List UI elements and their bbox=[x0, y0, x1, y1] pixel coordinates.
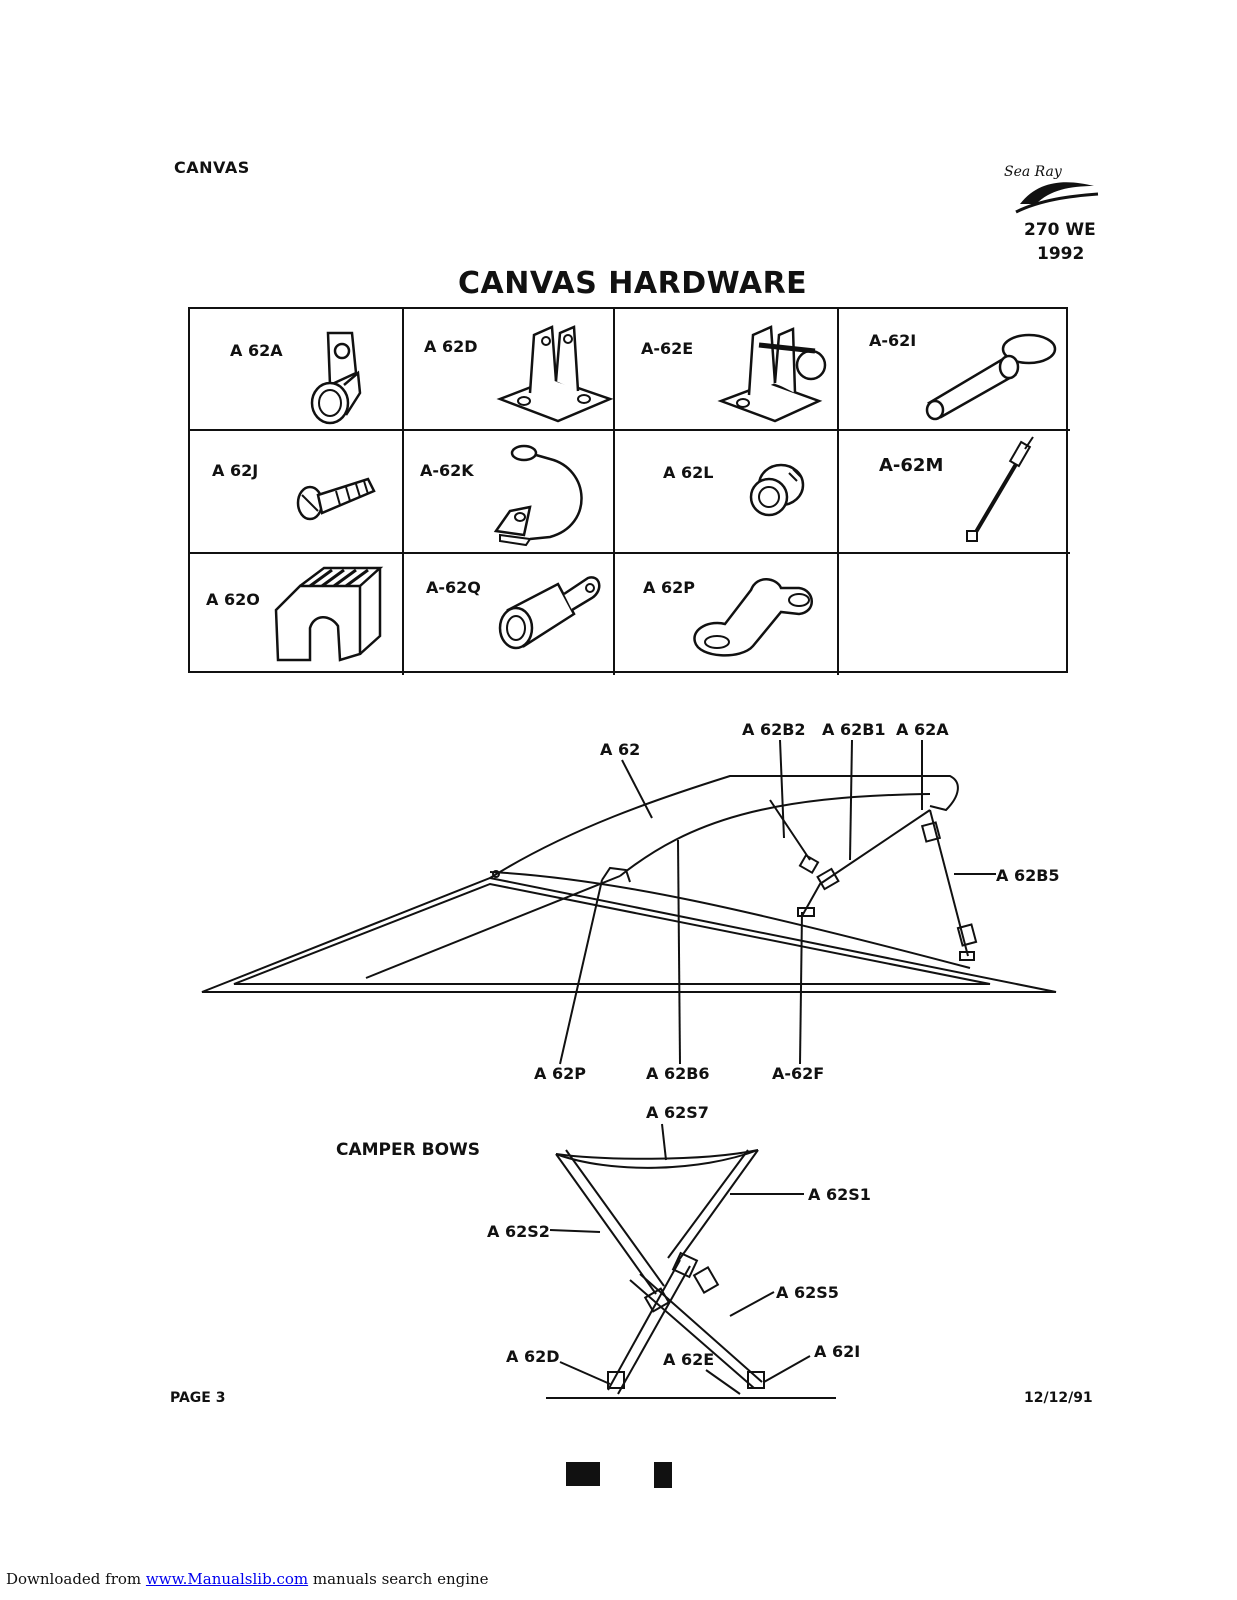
part-code: A 62L bbox=[663, 463, 714, 482]
callout-a62b6: A 62B6 bbox=[646, 1064, 710, 1083]
hardware-cell-empty bbox=[839, 554, 1070, 675]
callout-a62d: A 62D bbox=[506, 1347, 560, 1366]
deck-hinge-icon bbox=[496, 325, 614, 423]
hardware-cell: A 62D bbox=[404, 309, 615, 431]
page-number: PAGE 3 bbox=[170, 1390, 226, 1406]
download-footer: Downloaded from www.Manualslib.com manua… bbox=[0, 1570, 1237, 1592]
part-code: A 62O bbox=[206, 590, 260, 609]
hardware-cell: A-62M bbox=[839, 431, 1070, 554]
lanyard-strap-icon bbox=[493, 444, 583, 547]
hardware-cell: A-62K bbox=[404, 431, 615, 554]
document-date: 12/12/91 bbox=[1024, 1390, 1093, 1406]
hardware-cell: A-62E bbox=[615, 309, 839, 431]
svg-text:Sea Ray: Sea Ray bbox=[1004, 164, 1063, 180]
callout-a62b5: A 62B5 bbox=[996, 866, 1060, 885]
callout-a62i: A 62I bbox=[814, 1342, 861, 1361]
hardware-cell: A 62J bbox=[190, 431, 404, 554]
callout-a62p: A 62P bbox=[534, 1064, 586, 1083]
eye-strap-icon bbox=[693, 578, 813, 657]
callout-a62b1: A 62B1 bbox=[822, 720, 886, 739]
hardware-cell: A-62I bbox=[839, 309, 1070, 431]
hardware-cell: A 62P bbox=[615, 554, 839, 675]
sea-ray-logo-icon: Sea Ray bbox=[1004, 164, 1099, 214]
part-code: A 62D bbox=[424, 337, 478, 356]
section-label: CANVAS bbox=[174, 158, 250, 177]
callout-a62f: A-62F bbox=[772, 1064, 825, 1083]
part-code: A-62Q bbox=[426, 578, 481, 597]
footer-suffix: manuals search engine bbox=[308, 1570, 489, 1588]
callout-a62s5: A 62S5 bbox=[776, 1283, 839, 1302]
callout-a62s7: A 62S7 bbox=[646, 1103, 709, 1122]
callout-a62b2: A 62B2 bbox=[742, 720, 806, 739]
bimini-top-diagram bbox=[201, 739, 1057, 1065]
part-code: A-62I bbox=[869, 331, 917, 350]
hardware-cell: A 62L bbox=[615, 431, 839, 554]
snap-fastener-icon bbox=[749, 463, 805, 517]
tube-clamp-icon bbox=[274, 566, 384, 662]
part-code: A 62A bbox=[230, 341, 283, 360]
page-title: CANVAS HARDWARE bbox=[458, 266, 808, 301]
hardware-cell: A 62A bbox=[190, 309, 404, 431]
part-code: A 62P bbox=[643, 578, 695, 597]
brand-logo: Sea Ray bbox=[1000, 160, 1100, 220]
footer-prefix: Downloaded from bbox=[6, 1570, 146, 1588]
camper-bows-diagram bbox=[546, 1123, 836, 1399]
part-code: A-62K bbox=[420, 461, 474, 480]
ring-pin-icon bbox=[925, 333, 1057, 421]
model-year: 1992 bbox=[1037, 244, 1085, 264]
screw-icon bbox=[296, 477, 376, 521]
deck-hinge-pin-icon bbox=[717, 325, 827, 423]
adjustable-rod-icon bbox=[966, 436, 1034, 542]
part-code: A-62M bbox=[879, 455, 944, 476]
model-number: 270 WE bbox=[1024, 220, 1096, 240]
manualslib-link[interactable]: www.Manualslib.com bbox=[145, 1570, 309, 1588]
callout-a62e: A 62E bbox=[663, 1350, 715, 1369]
callout-a62s1: A 62S1 bbox=[808, 1185, 871, 1204]
callout-a62: A 62 bbox=[600, 740, 641, 759]
camper-bows-title: CAMPER BOWS bbox=[336, 1140, 481, 1160]
scan-mark bbox=[654, 1462, 672, 1488]
part-code: A 62J bbox=[212, 461, 259, 480]
callout-a62s2: A 62S2 bbox=[487, 1222, 550, 1241]
eye-end-cap-icon bbox=[498, 576, 601, 650]
part-code: A-62E bbox=[641, 339, 694, 358]
hardware-cell: A 62O bbox=[190, 554, 404, 675]
scan-mark bbox=[566, 1462, 600, 1486]
tube-strap-fitting-icon bbox=[310, 331, 362, 425]
callout-a62a: A 62A bbox=[896, 720, 949, 739]
hardware-grid: A 62A A 62D A-62E bbox=[188, 307, 1070, 675]
hardware-cell: A-62Q bbox=[404, 554, 615, 675]
